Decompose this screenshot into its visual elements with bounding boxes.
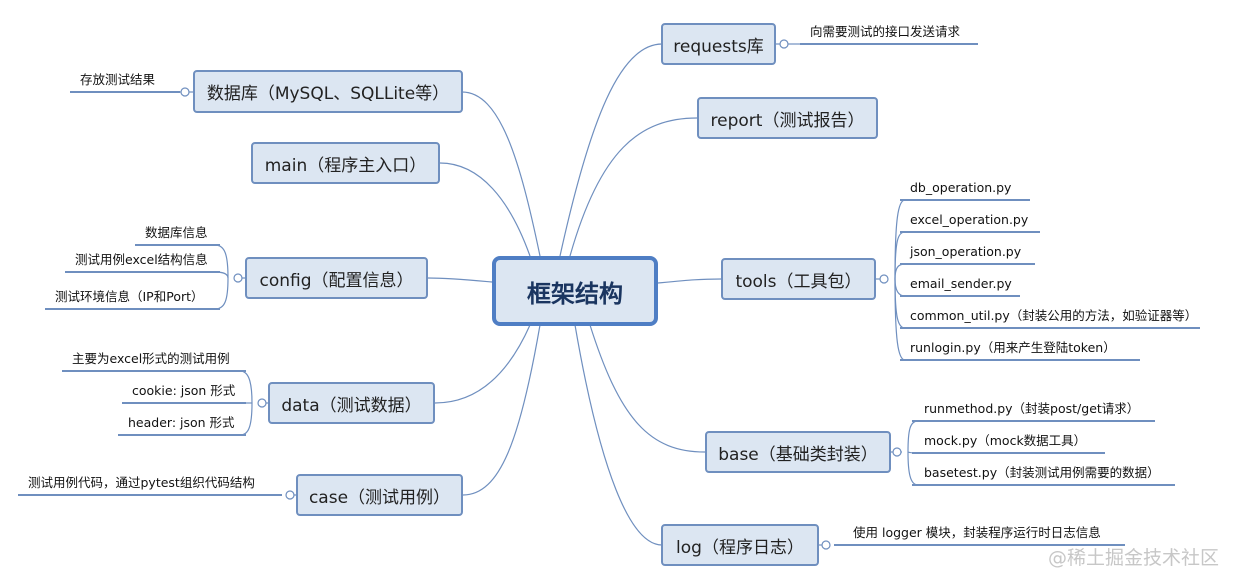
leaf-tools-2: json_operation.py	[910, 244, 1022, 259]
leaf-tools-1: excel_operation.py	[910, 212, 1029, 227]
leaf-case-0: 测试用例代码，通过pytest组织代码结构	[28, 475, 255, 490]
branch-config[interactable]: config（配置信息）	[245, 257, 428, 299]
connector-requests	[559, 43, 663, 257]
branch-report[interactable]: report（测试报告）	[697, 97, 878, 139]
leaf-config-0: 数据库信息	[145, 225, 208, 240]
branch-log[interactable]: log（程序日志）	[661, 524, 819, 566]
branch-data[interactable]: data（测试数据）	[268, 382, 435, 424]
connector-log	[574, 324, 663, 546]
connector-config	[427, 277, 493, 283]
leaf-requests-0: 向需要测试的接口发送请求	[810, 24, 961, 39]
branch-main[interactable]: main（程序主入口）	[251, 142, 440, 184]
leaf-data-0: 主要为excel形式的测试用例	[72, 351, 230, 366]
leaf-config-2: 测试环境信息（IP和Port）	[55, 289, 204, 304]
leaf-tools-3: email_sender.py	[910, 276, 1012, 291]
branch-requests[interactable]: requests库	[661, 23, 776, 65]
leaf-log-0: 使用 logger 模块，封装程序运行时日志信息	[853, 525, 1101, 540]
center-topic[interactable]: 框架结构	[492, 256, 658, 326]
collapse-dot-base	[892, 447, 902, 457]
connector-database	[461, 91, 541, 257]
branch-tools[interactable]: tools（工具包）	[721, 258, 876, 300]
leaf-base-1: mock.py（mock数据工具）	[924, 433, 1087, 448]
leaf-database-0: 存放测试结果	[80, 72, 156, 87]
collapse-dot-data	[257, 398, 267, 408]
connector-report	[569, 117, 698, 257]
leaf-tools-0: db_operation.py	[910, 180, 1012, 195]
collapse-dot-log	[821, 540, 831, 550]
connector-tools	[657, 278, 722, 284]
leaf-base-2: basetest.py（封装测试用例需要的数据）	[924, 465, 1160, 480]
leaf-data-2: header: json 形式	[128, 415, 235, 430]
leaf-data-1: cookie: json 形式	[132, 383, 236, 398]
branch-database[interactable]: 数据库（MySQL、SQLLite等）	[193, 70, 463, 113]
collapse-dot-tools	[879, 274, 889, 284]
branch-base[interactable]: base（基础类封装）	[705, 431, 891, 473]
leaf-base-0: runmethod.py（封装post/get请求）	[924, 401, 1140, 416]
leaf-tools-4: common_util.py（封装公用的方法，如验证器等）	[910, 308, 1198, 323]
connector-main	[439, 162, 531, 257]
connector-data	[434, 324, 531, 404]
connector-case	[462, 324, 541, 496]
connector-base	[589, 324, 706, 453]
collapse-dot-database	[180, 87, 190, 97]
branch-case[interactable]: case（测试用例）	[296, 474, 463, 516]
leaf-tools-5: runlogin.py（用来产生登陆token）	[910, 340, 1116, 355]
collapse-dot-config	[233, 273, 243, 283]
collapse-dot-case	[285, 490, 295, 500]
leaf-config-1: 测试用例excel结构信息	[75, 252, 208, 267]
watermark-text: @稀土掘金技术社区	[1047, 547, 1219, 569]
collapse-dot-requests	[779, 39, 789, 49]
